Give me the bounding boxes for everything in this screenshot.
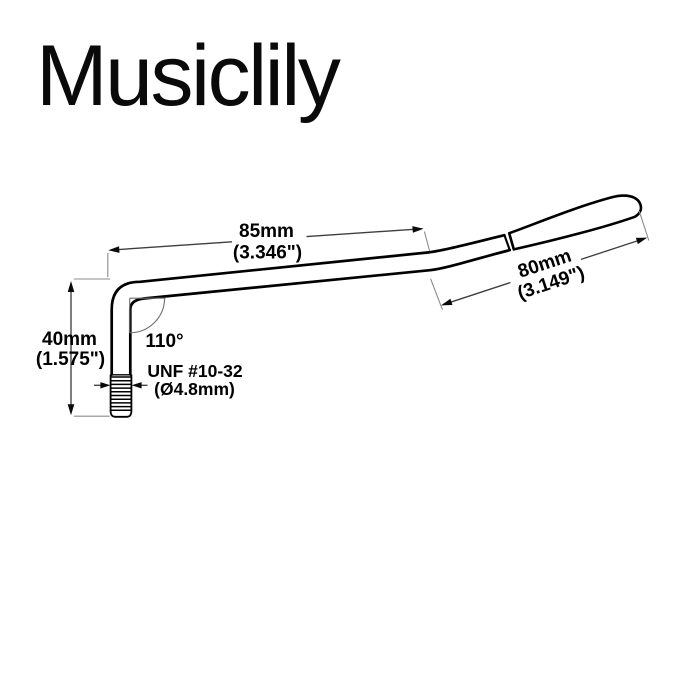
angle-label: 110° [145,331,183,352]
tremolo-arm-outline [110,194,643,376]
arm-neck-joint [503,234,511,252]
arm-shaft-bottom-edge [128,248,512,376]
dim-80mm-line-left [442,281,511,306]
angle-callout: 110° [129,297,184,352]
arm-tip-paddle [507,194,643,251]
angle-arc [129,298,166,334]
dim-80mm-ext-right [638,211,650,241]
thread-diameter-label: (Ø4.8mm) [154,379,235,399]
dim-40mm-arrow-bottom [67,404,75,416]
dim-80mm-arrow-left [441,298,453,306]
arm-shaft-top-edge [110,233,506,376]
dim-85mm-label-mm: 85mm [239,221,294,242]
dim-80mm-arrow-right [635,237,648,245]
dim-85mm-arrow-right [412,226,424,233]
brand-logo: Musiclily [36,28,341,124]
thread-callout: UNF #10-32 (Ø4.8mm) [94,361,243,399]
dim-85mm-ext-right [423,231,431,252]
dim-40mm-label-mm: 40mm [42,329,97,350]
dim-80mm-labels: 80mm (3.149") [515,245,587,304]
thread-ridges [110,376,132,412]
dim-40mm-label-inch: (1.575") [36,349,105,370]
thread-bottom-cap [109,411,133,418]
dim-80mm-line-right [580,237,645,261]
thread-spec-label: UNF #10-32 [147,361,243,381]
dimension-40mm: 40mm (1.575") [36,278,111,417]
dim-40mm-arrow-top [67,281,75,292]
thread-arrow-left [100,382,111,389]
dim-85mm-arrow-left [108,246,120,253]
dim-85mm-line-right [306,228,422,238]
dimension-85mm: 85mm (3.346") [107,221,431,278]
dim-85mm-line-left [110,241,233,251]
dim-80mm-ext-left [430,278,444,310]
dimension-80mm: 80mm (3.149") [430,211,650,310]
dim-85mm-label-inch: (3.346") [233,243,302,264]
thread-arrow-right [131,382,142,389]
thread-section [109,374,133,418]
